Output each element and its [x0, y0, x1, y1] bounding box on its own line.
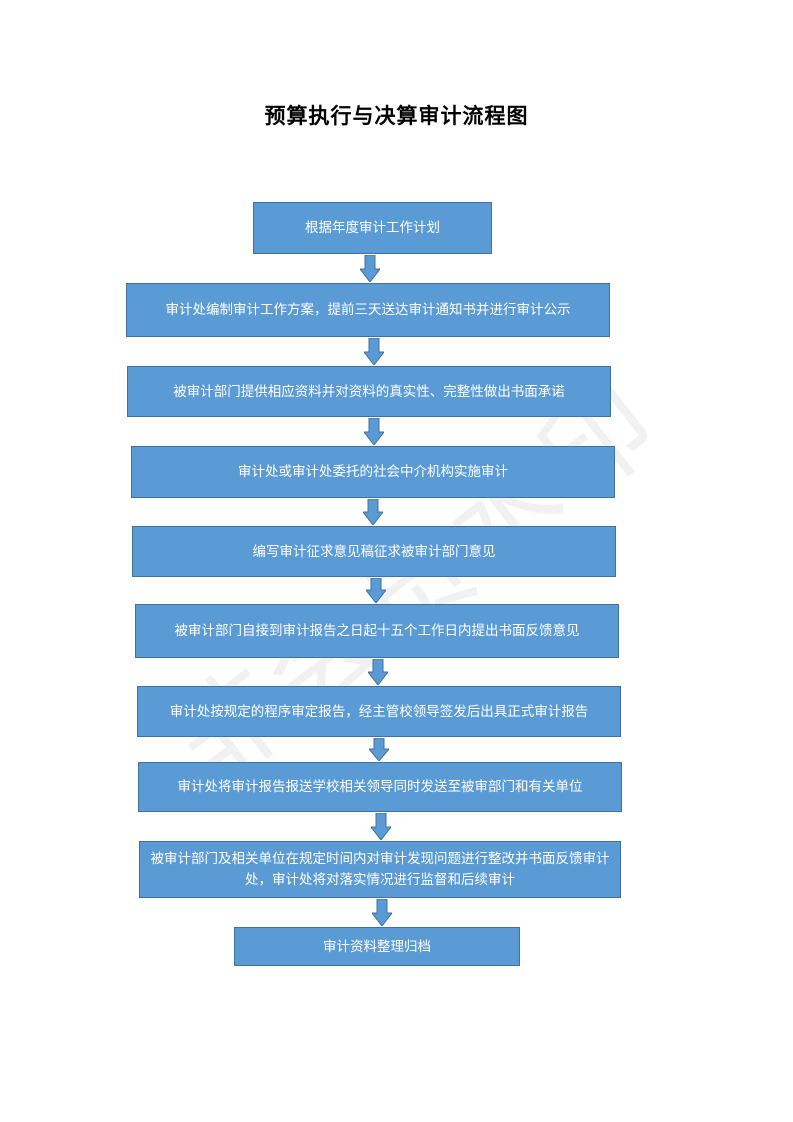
- step-5-box: 编写审计征求意见稿征求被审计部门意见: [132, 526, 616, 577]
- step-9-box: 被审计部门及相关单位在规定时间内对审计发现问题进行整改并书面反馈审计处，审计处将…: [139, 841, 621, 898]
- page-title: 预算执行与决算审计流程图: [264, 103, 529, 128]
- down-arrow-icon: [363, 499, 383, 525]
- step-1-box: 根据年度审计工作计划: [253, 202, 492, 254]
- down-arrow-icon: [364, 418, 384, 445]
- down-arrow-icon: [368, 659, 388, 685]
- down-arrow-icon: [369, 738, 389, 761]
- step-2-box: 审计处编制审计工作方案，提前三天送达审计通知书并进行审计公示: [126, 283, 610, 337]
- down-arrow-icon: [371, 813, 391, 840]
- step-3-box: 被审计部门提供相应资料并对资料的真实性、完整性做出书面承诺: [127, 366, 611, 417]
- step-4-box: 审计处或审计处委托的社会中介机构实施审计: [131, 446, 615, 498]
- step-10-box: 审计资料整理归档: [234, 927, 520, 966]
- down-arrow-icon: [366, 578, 386, 603]
- step-6-box: 被审计部门自接到审计报告之日起十五个工作日内提出书面反馈意见: [135, 604, 619, 658]
- down-arrow-icon: [360, 255, 380, 282]
- down-arrow-icon: [372, 899, 392, 926]
- step-8-box: 审计处将审计报告报送学校相关领导同时发送至被审部门和有关单位: [138, 762, 622, 812]
- down-arrow-icon: [364, 338, 384, 365]
- step-7-box: 审计处按规定的程序审定报告，经主管校领导签发后出具正式审计报告: [137, 686, 621, 737]
